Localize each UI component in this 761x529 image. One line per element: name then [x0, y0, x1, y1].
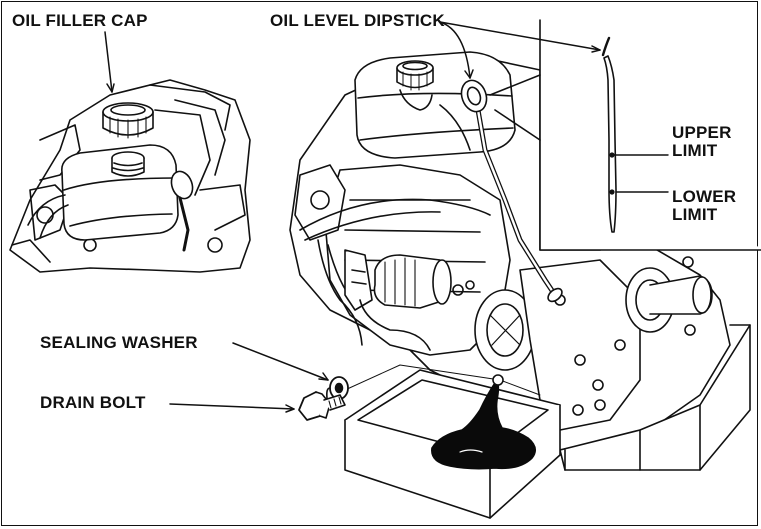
sealing-washer-part [326, 376, 349, 400]
label-upper-limit: UPPER LIMIT [672, 124, 732, 160]
dipstick-upper-mark [609, 152, 615, 158]
dipstick-callout-panel [489, 19, 761, 251]
label-leader-lines [104, 21, 601, 413]
label-drain-bolt: DRAIN BOLT [40, 393, 146, 412]
valve-cover [61, 144, 179, 241]
label-lower-limit-line2: LIMIT [672, 205, 718, 224]
label-sealing-washer: SEALING WASHER [40, 333, 198, 352]
label-oil-filler-cap: OIL FILLER CAP [12, 11, 148, 30]
engine-main [289, 51, 751, 471]
label-lower-limit: LOWER LIMIT [672, 188, 736, 224]
oil-stream [431, 382, 536, 470]
label-upper-limit-line2: LIMIT [672, 141, 718, 160]
oil-filler-cap-inset-cap [102, 102, 154, 139]
label-lower-limit-line1: LOWER [672, 187, 737, 206]
label-oil-level-dipstick: OIL LEVEL DIPSTICK [270, 11, 445, 30]
label-upper-limit-line1: UPPER [672, 123, 732, 142]
drain-bolt-part [298, 391, 346, 421]
dipstick-lower-mark [609, 189, 615, 195]
oil-filler-cap-inset [9, 79, 251, 273]
dipstick-blade [603, 55, 617, 233]
